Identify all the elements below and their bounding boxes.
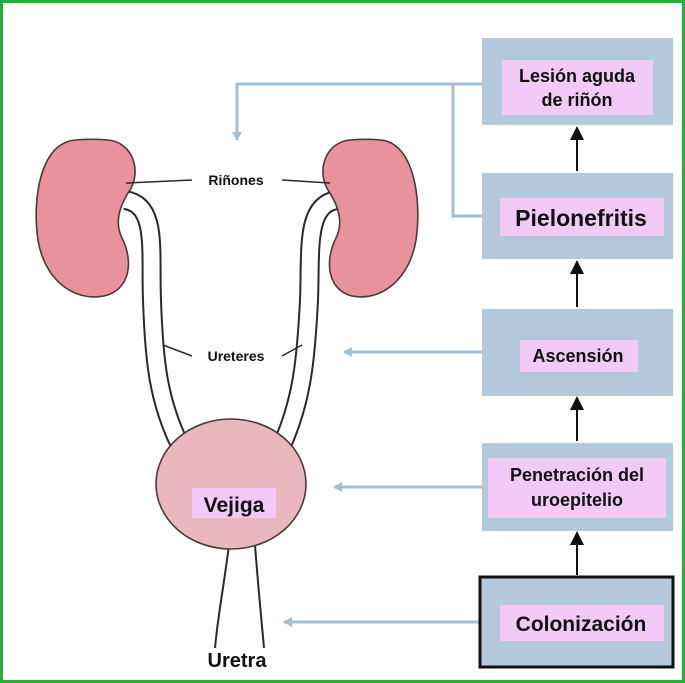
bladder — [156, 419, 306, 549]
colonization-label: Colonización — [516, 613, 647, 636]
flow-arrow-pyelonephritis-to-lesion — [570, 126, 584, 171]
urethra-tube — [215, 545, 264, 648]
left-kidney — [36, 139, 135, 297]
ascension-label: Ascensión — [532, 346, 623, 366]
urethra-label: Uretra — [208, 650, 268, 672]
lesion-label-line1: Lesión aguda — [519, 66, 636, 86]
right-kidney — [323, 139, 418, 297]
penetration-label-line2: uroepitelio — [531, 490, 623, 510]
lesion-to-kidney-connector — [237, 84, 482, 140]
pyelonephritis-connector — [453, 84, 482, 216]
flow-arrow-colonization-to-penetration — [570, 531, 584, 575]
kidneys-label: Riñones — [208, 172, 263, 188]
lesion-label-line2: de riñón — [542, 90, 613, 110]
flow-arrow-penetration-to-ascension — [570, 396, 584, 441]
pyelonephritis-label: Pielonefritis — [515, 205, 647, 231]
bladder-label: Vejiga — [204, 494, 265, 517]
ureters-label: Ureteres — [208, 348, 265, 364]
penetration-label-line1: Penetración del — [510, 465, 644, 485]
flow-arrow-ascension-to-pyelonephritis — [570, 260, 584, 307]
